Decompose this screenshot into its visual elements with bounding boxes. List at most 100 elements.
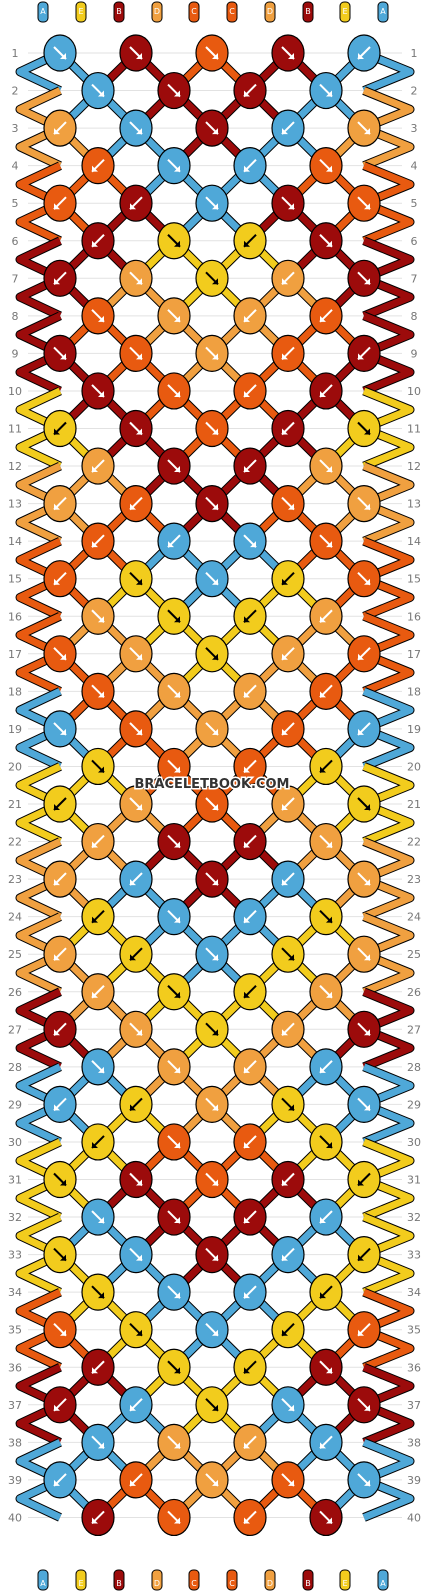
knot <box>233 1423 267 1461</box>
knot <box>43 485 77 523</box>
knot <box>309 297 343 335</box>
knot <box>81 222 115 260</box>
knot <box>195 409 229 448</box>
row-number-right: 11 <box>407 423 421 436</box>
knot <box>43 409 77 448</box>
knot <box>119 935 153 973</box>
knot <box>157 222 191 260</box>
string-end-bottom <box>37 1569 49 1591</box>
knot <box>233 597 267 635</box>
knot <box>157 1348 191 1386</box>
string-end-bottom <box>226 1569 238 1591</box>
row-number-left: 5 <box>12 197 19 210</box>
knot <box>195 935 229 973</box>
string-label-top: A <box>380 7 386 16</box>
row-number-left: 21 <box>8 798 22 811</box>
row-number-right: 1 <box>411 47 418 60</box>
row-number-left: 7 <box>12 272 19 285</box>
knot <box>195 785 229 823</box>
row-number-left: 36 <box>8 1361 22 1374</box>
watermark-halo: BRACELETBOOK.COM <box>135 777 290 792</box>
string-label-bottom: D <box>267 1579 273 1588</box>
row-number-left: 30 <box>8 1136 22 1149</box>
knot <box>157 672 191 710</box>
knot <box>309 672 343 710</box>
knot <box>157 522 191 560</box>
row-number-left: 20 <box>8 760 22 773</box>
knot <box>81 71 115 110</box>
knot <box>81 1198 115 1236</box>
knot <box>157 597 191 635</box>
knot <box>233 747 267 786</box>
string-label-bottom: A <box>380 1579 386 1588</box>
knot <box>271 560 305 598</box>
knot <box>309 522 343 560</box>
row-number-left: 6 <box>12 235 19 248</box>
row-number-left: 22 <box>8 836 22 849</box>
knot <box>195 485 229 523</box>
knot <box>309 147 343 185</box>
knot <box>347 184 381 222</box>
knot <box>195 1160 229 1199</box>
knot <box>81 1123 115 1161</box>
knot <box>309 1498 343 1537</box>
knot <box>43 334 77 372</box>
row-number-right: 12 <box>407 460 421 473</box>
knot <box>309 71 343 110</box>
row-number-right: 2 <box>411 85 418 98</box>
knot <box>309 372 343 410</box>
row-number-right: 20 <box>407 760 421 773</box>
row-number-left: 9 <box>12 347 19 360</box>
row-number-left: 40 <box>8 1511 22 1524</box>
string-label-bottom: D <box>154 1579 160 1588</box>
knot <box>233 973 267 1011</box>
knot <box>271 485 305 523</box>
row-number-left: 28 <box>8 1061 22 1074</box>
row-number-right: 18 <box>407 685 421 698</box>
row-number-right: 3 <box>411 122 418 135</box>
row-number-right: 30 <box>407 1136 421 1149</box>
string-label-top: C <box>191 7 197 16</box>
knot <box>195 710 229 748</box>
knot <box>43 710 77 748</box>
string-label-top: B <box>116 7 122 16</box>
knot <box>81 672 115 710</box>
knot <box>233 222 267 260</box>
row-number-right: 39 <box>407 1474 421 1487</box>
row-number-right: 13 <box>407 498 421 511</box>
knot <box>119 1461 153 1499</box>
string-label-bottom: B <box>305 1579 311 1588</box>
knot <box>271 1461 305 1499</box>
row-number-left: 26 <box>8 986 22 999</box>
knot <box>43 935 77 973</box>
string-end-top <box>151 1 163 23</box>
knot <box>347 1010 381 1048</box>
string-end-top <box>113 1 125 23</box>
row-number-right: 34 <box>407 1286 421 1299</box>
row-number-right: 37 <box>407 1399 421 1412</box>
knot <box>81 1048 115 1086</box>
knot <box>233 822 267 861</box>
knot <box>271 109 305 147</box>
string-end-bottom <box>75 1569 87 1591</box>
string-end-top <box>188 1 200 23</box>
row-number-left: 25 <box>8 948 22 961</box>
knot <box>43 34 77 72</box>
row-number-right: 32 <box>407 1211 421 1224</box>
knot <box>233 898 267 936</box>
string-end-bottom <box>339 1569 351 1591</box>
row-number-right: 22 <box>407 836 421 849</box>
row-number-left: 35 <box>8 1324 22 1337</box>
row-number-right: 6 <box>411 235 418 248</box>
string-end-top <box>37 1 49 23</box>
knot <box>347 1085 381 1124</box>
row-number-right: 21 <box>407 798 421 811</box>
knot <box>43 1311 77 1349</box>
knot <box>271 184 305 222</box>
knot <box>195 635 229 673</box>
knot <box>271 334 305 372</box>
row-number-right: 24 <box>407 911 421 924</box>
string-end-top <box>264 1 276 23</box>
knot <box>347 935 381 973</box>
